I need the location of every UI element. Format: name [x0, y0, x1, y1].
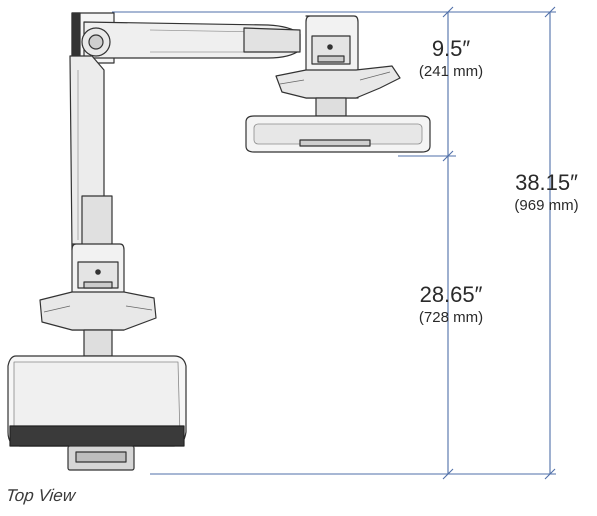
tick-inner-bottom: [442, 468, 454, 480]
view-caption: Top View: [5, 486, 77, 505]
dimension-total-reach: 38.15″ (969 mm): [496, 170, 597, 214]
dimension-upper-metric: (241 mm): [418, 63, 484, 80]
dimension-upper-imperial: 9.5″: [431, 36, 471, 61]
tick-outer-bottom: [544, 468, 556, 480]
dimension-lines: [112, 6, 556, 480]
lower-tray-wings: [39, 291, 157, 331]
dimension-lower-imperial: 28.65″: [419, 282, 483, 307]
tick-inner-middle: [442, 150, 454, 162]
mount-arm: [7, 12, 431, 471]
dimension-upper-reach: 9.5″ (241 mm): [396, 36, 506, 80]
dimension-total-metric: (969 mm): [514, 197, 579, 214]
upper-tray-wings: [275, 65, 401, 99]
tick-outer-top: [544, 6, 556, 18]
dimension-lower-reach: 28.65″ (728 mm): [396, 282, 506, 326]
dimension-total-imperial: 38.15″: [515, 170, 578, 195]
tick-inner-top: [442, 6, 454, 18]
dimension-lower-metric: (728 mm): [418, 309, 484, 326]
